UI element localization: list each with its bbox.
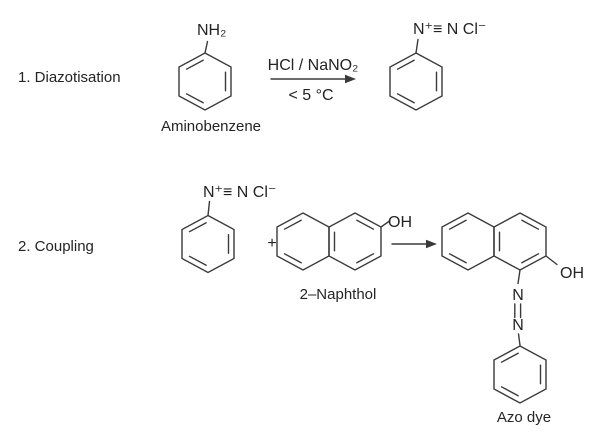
diazonium-group-label-step1: N⁺≡ N Cl⁻: [413, 21, 486, 38]
naphthol-oh-label: OH: [388, 214, 412, 231]
aminobenzene-caption: Aminobenzene: [161, 118, 261, 135]
naphthol-caption: 2–Naphthol: [300, 286, 377, 303]
structure-bonds: [178, 38, 558, 404]
reaction-arrow-step2: [391, 239, 437, 249]
step2-label: 2. Coupling: [18, 238, 94, 255]
plus-sign: +: [267, 235, 276, 252]
reaction-arrow-step1: [270, 74, 356, 84]
conditions-above-label: HCl / NaNO₂: [268, 57, 359, 74]
azo-dye-caption: Azo dye: [497, 409, 551, 426]
reaction-arrows: [270, 74, 437, 249]
azo-n-bottom-label: N: [512, 317, 524, 334]
step1-label: 1. Diazotisation: [18, 69, 121, 86]
diazonium-group-label-step2: N⁺≡ N Cl⁻: [203, 184, 276, 201]
amine-group-label: NH₂: [197, 22, 226, 39]
conditions-below-label: < 5 °C: [288, 87, 333, 104]
product-oh-label: OH: [560, 265, 584, 282]
azo-n-top-label: N: [512, 287, 524, 304]
